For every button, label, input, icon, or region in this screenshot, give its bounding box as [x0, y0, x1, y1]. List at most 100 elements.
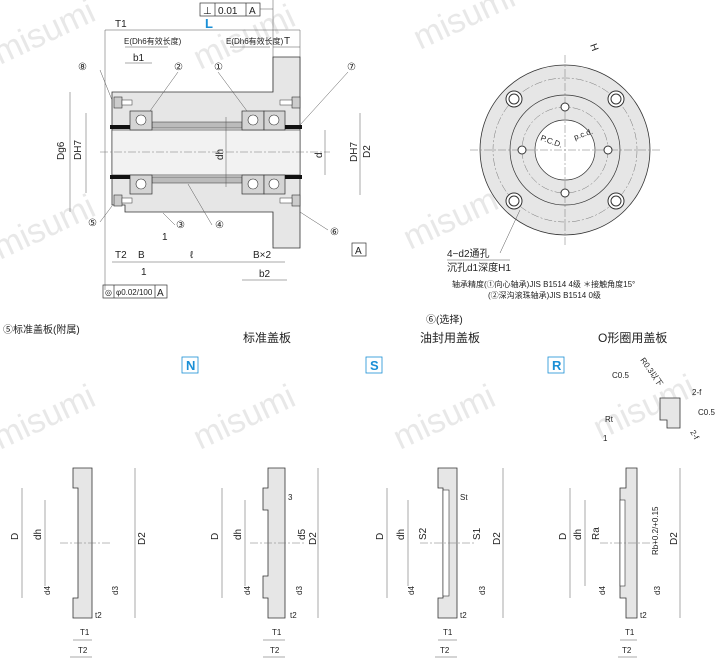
accuracy-note-2: (②深沟滚珠轴承)JIS B1514 0级	[488, 290, 601, 300]
dim-T: T	[284, 36, 290, 47]
dim-Rb: Rb+0.2/+0.15	[651, 506, 660, 555]
datum-ref: A	[249, 6, 256, 17]
dim-t2: t2	[290, 611, 297, 620]
standard-plate-title: 标准盖板	[243, 331, 291, 345]
part-callouts: ⑧ ② ① ⑦ ⑤ ③ ④ ⑥	[78, 62, 356, 238]
callout-1: ①	[214, 62, 223, 73]
dim-T2: T2	[78, 646, 88, 655]
dim-d4: d4	[243, 586, 252, 595]
callout-8: ⑧	[78, 62, 87, 73]
fillet-label: 2-f	[692, 388, 702, 397]
callout-2: ②	[174, 62, 183, 73]
dim-t2: t2	[95, 611, 102, 620]
dim-D: D	[210, 533, 221, 540]
coaxiality-symbol: ◎	[105, 288, 112, 297]
dim-S1: S1	[472, 527, 483, 540]
chamfer-label: C0.5	[612, 371, 629, 380]
dim-d3: d3	[111, 586, 120, 595]
dim-Bx2: B×2	[253, 250, 272, 261]
dim-H: H	[587, 42, 600, 53]
dim-dh: dh	[396, 529, 407, 540]
dim-DH7-right: DH7	[349, 142, 360, 162]
type-tag-N: N	[186, 358, 195, 373]
coaxiality-value: φ0.02/100	[116, 288, 153, 297]
watermark: misumi	[0, 187, 101, 267]
dim-d5: d5	[297, 528, 308, 540]
chamfer-label: C0.5	[698, 408, 715, 417]
dim-D: D	[10, 533, 21, 540]
dim-T1: T1	[443, 628, 453, 637]
angular-contact-bearings	[241, 110, 286, 195]
dim-D2: D2	[492, 532, 503, 545]
dim-T2: T2	[440, 646, 450, 655]
dim-b1: b1	[133, 53, 145, 64]
dim-dh: dh	[573, 529, 584, 540]
dim-St: St	[460, 493, 468, 502]
deep-groove-bearing	[129, 110, 153, 195]
dim-dh: dh	[33, 529, 44, 540]
type-tag-S: S	[370, 358, 379, 373]
dim-d3: d3	[295, 586, 304, 595]
dim-1-upper: 1	[162, 232, 168, 243]
dim-D2: D2	[669, 532, 680, 545]
dim-D: D	[558, 533, 569, 540]
dim-T1: T1	[625, 628, 635, 637]
dim-1-lower: 1	[141, 267, 147, 278]
watermark: misumi	[387, 377, 501, 457]
dim-dh: dh	[215, 149, 226, 160]
cover-screws	[113, 96, 301, 207]
cover-plate-standard: D dh D2 d4 d3 t2 T1 T2	[10, 467, 148, 658]
perpendicular-symbol: ⊥	[203, 6, 212, 17]
dim-D2: D2	[308, 532, 319, 545]
watermark: misumi	[407, 0, 521, 57]
dim-T2: T2	[622, 646, 632, 655]
dim-E-right: E(Dh6有效长度)	[226, 36, 284, 46]
dim-d3: d3	[478, 586, 487, 595]
dim-B: B	[138, 250, 145, 261]
dim-T1: T1	[272, 628, 282, 637]
dim-T1: T1	[80, 628, 90, 637]
cover-plate-oil-seal: D dh S2 S1 D2 St d4 d3 t2 T1 T2	[375, 467, 504, 658]
o-ring-plate-title: O形圈用盖板	[598, 331, 667, 345]
flange-end-view: P.C.D. p.c.d. H 4−d2通孔 沉孔d1深度H1 轴承精度(①向心…	[447, 42, 660, 300]
dim-D2: D2	[137, 532, 148, 545]
tolerance-value: 0.01	[218, 6, 238, 17]
coaxiality-frame: ◎ φ0.02/100 A	[102, 284, 168, 299]
coaxiality-datum: A	[157, 288, 164, 299]
dim-Ra: Ra	[591, 527, 602, 540]
dim-E-left: E(Dh6有效长度)	[124, 36, 182, 46]
fillet-label: 2-f	[688, 429, 701, 442]
o-ring-groove-detail	[659, 397, 681, 429]
dim-l: ℓ	[190, 250, 194, 261]
dim-d4: d4	[407, 586, 416, 595]
callout-6: ⑥	[330, 227, 339, 238]
watermark: misumi	[187, 377, 301, 457]
cover-plate-standard-recessed: D dh d5 D2 3 d4 d3 t2 T1 T2	[210, 467, 319, 658]
datum-A: A	[355, 246, 362, 257]
dim-3: 3	[288, 493, 293, 502]
dim-D: D	[375, 533, 386, 540]
callout-4: ④	[215, 220, 224, 231]
spacer-tube	[151, 121, 243, 129]
hole-note-through: 4−d2通孔	[447, 248, 490, 260]
dim-S2: S2	[418, 527, 429, 540]
dim-Dg6: Dg6	[56, 141, 67, 160]
dim-d4: d4	[43, 586, 52, 595]
dim-1: 1	[603, 434, 608, 443]
dim-dh: dh	[233, 529, 244, 540]
dim-L: L	[205, 16, 213, 31]
type-tag-R: R	[552, 358, 562, 373]
dim-T1: T1	[115, 19, 127, 30]
dim-d: d	[314, 152, 325, 158]
dim-t2: t2	[640, 611, 647, 620]
dim-D2: D2	[362, 145, 373, 158]
oil-seal-plate-title: 油封用盖板	[420, 331, 480, 345]
seal-ring	[110, 125, 130, 129]
watermark: misumi	[0, 377, 101, 457]
dim-T2: T2	[115, 250, 127, 261]
callout-3: ③	[176, 220, 185, 231]
dim-T2: T2	[270, 646, 280, 655]
callout-7: ⑦	[347, 62, 356, 73]
dim-d4: d4	[598, 586, 607, 595]
